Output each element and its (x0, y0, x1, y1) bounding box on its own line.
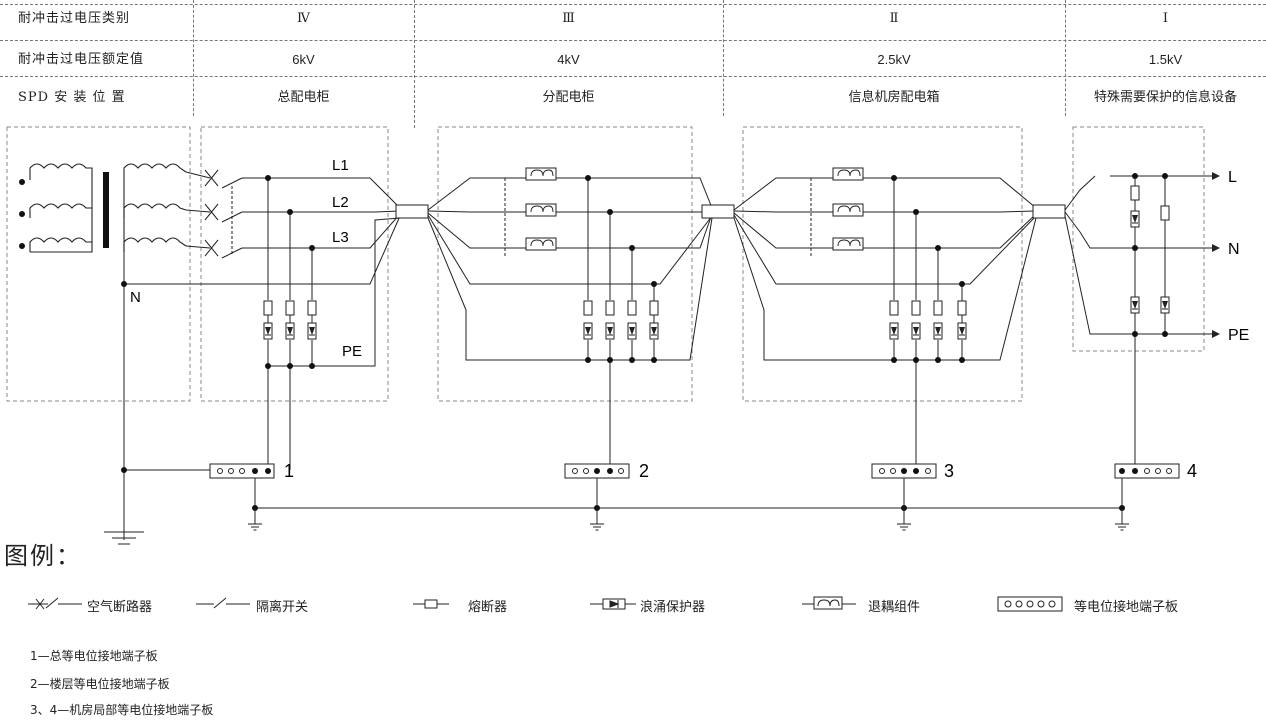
isolating-switch-icon (196, 597, 250, 609)
terminal-board-3 (871, 463, 937, 479)
rating-4kv: 4kV (557, 52, 580, 67)
location-main-panel: 总配电柜 (277, 90, 330, 105)
decoupling-icon (802, 596, 856, 610)
terminal-number-4: 4 (1187, 461, 1197, 481)
transformer-icon (29, 163, 187, 253)
terminal-board-2 (564, 463, 630, 479)
transformer-box (6, 126, 191, 402)
legend-label-surge-protector: 浪涌保护器 (640, 600, 706, 615)
rating-1-5kv: 1.5kV (1148, 52, 1183, 67)
terminal-number-1: 1 (284, 461, 294, 481)
note-3: 3、4—机房局部等电位接地端子板 (30, 703, 214, 717)
terminal-number-3: 3 (944, 461, 954, 481)
header-rule (0, 40, 1266, 41)
header-rule (0, 76, 1266, 77)
header-row-label: SPD 安 装 位 置 (18, 90, 126, 105)
connector-block-3 (1032, 204, 1066, 219)
header-divider (1065, 0, 1066, 116)
terminal-number-2: 2 (639, 461, 649, 481)
connector-block-1 (395, 204, 429, 219)
label-l3: L3 (332, 229, 349, 246)
legend-label-air-breaker: 空气断路器 (87, 600, 153, 615)
note-2: 2—楼层等电位接地端子板 (30, 677, 170, 691)
header-divider (723, 0, 724, 116)
terminal-board-1 (209, 463, 275, 479)
category-iv: Ⅳ (297, 11, 310, 26)
location-server-room-box: 信息机房配电箱 (848, 90, 940, 105)
legend-label-fuse: 熔断器 (468, 600, 508, 615)
legend-label-isolating-switch: 隔离开关 (256, 600, 309, 615)
note-1: 1—总等电位接地端子板 (30, 649, 158, 663)
header-divider (414, 0, 415, 128)
legend-label-terminal-board: 等电位接地端子板 (1074, 600, 1179, 615)
legend-label-decoupling: 退耦组件 (868, 600, 921, 615)
header-row-label: 耐冲击过电压类别 (18, 11, 131, 26)
air-breaker-icon (28, 597, 82, 610)
fuse-icon (413, 599, 449, 609)
header-rule (0, 4, 1266, 5)
label-n: N (130, 289, 141, 306)
main-panel-box (200, 126, 389, 402)
category-i: Ⅰ (1162, 11, 1169, 26)
location-special-equipment: 特殊需要保护的信息设备 (1093, 90, 1237, 105)
output-l: L (1228, 169, 1237, 186)
label-pe: PE (342, 343, 362, 360)
output-pe: PE (1228, 327, 1249, 344)
location-sub-panel: 分配电柜 (542, 90, 595, 105)
terminal-board-4 (1114, 463, 1180, 479)
header-row-label: 耐冲击过电压额定值 (18, 52, 145, 67)
terminal-board-icon (997, 596, 1063, 612)
rating-2-5kv: 2.5kV (877, 52, 911, 67)
wiring-diagram: L1 L2 L3 N PE L N PE 1 2 3 4 (6, 126, 1249, 545)
transformer-core (103, 172, 109, 248)
legend-icons (28, 596, 1063, 612)
category-ii: Ⅱ (889, 11, 899, 26)
sub-panel-box (437, 126, 693, 402)
header-divider (193, 0, 194, 116)
label-l1: L1 (332, 157, 349, 174)
equipment-box (1072, 126, 1205, 352)
output-n: N (1228, 241, 1240, 258)
server-room-box (742, 126, 1023, 402)
category-iii: Ⅲ (562, 11, 575, 26)
rating-6kv: 6kV (292, 52, 315, 67)
surge-protector-icon (590, 598, 636, 610)
legend-title: 图例： (4, 542, 82, 570)
connector-block-2 (701, 204, 735, 219)
label-l2: L2 (332, 194, 349, 211)
